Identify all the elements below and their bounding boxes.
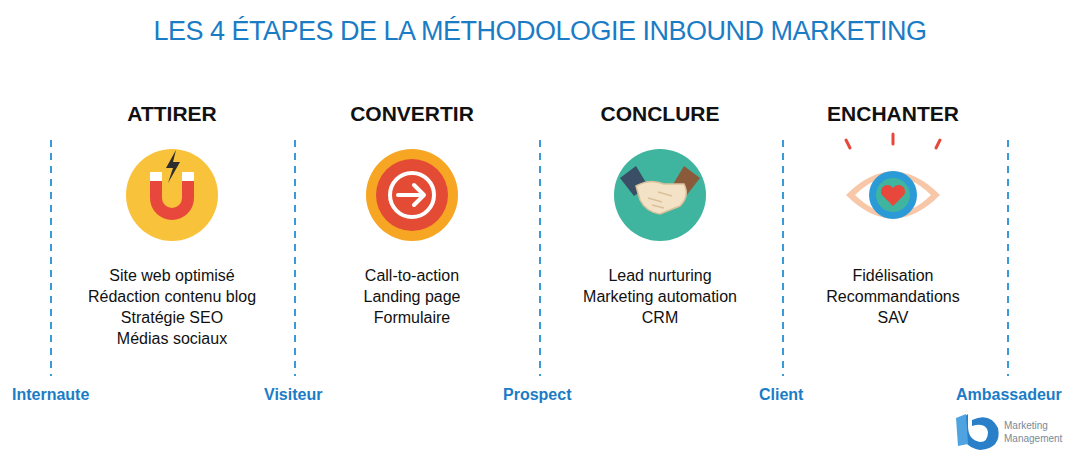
stage-item: Marketing automation	[535, 286, 785, 307]
stage-role-label: Visiteur	[264, 386, 322, 404]
logo-text: Marketing	[1004, 420, 1048, 432]
stage-role-label: Internaute	[12, 386, 89, 404]
stage-item: Fidélisation	[768, 265, 1018, 286]
stage-column: ENCHANTER FidélisationRecommandationsSAV	[768, 100, 1018, 360]
stage-column: ATTIRER Site web optimiséRédaction conten…	[47, 100, 297, 360]
stage-item: Rédaction contenu blog	[47, 286, 297, 307]
arrow-icon	[366, 149, 458, 241]
stage-item: Lead nurturing	[535, 265, 785, 286]
handshake-icon	[614, 149, 706, 241]
stage-item: Stratégie SEO	[47, 307, 297, 328]
stage-role-label: Client	[759, 386, 803, 404]
diagram-title: LES 4 ÉTAPES DE LA MÉTHODOLOGIE INBOUND …	[0, 16, 1080, 47]
stage-item: Recommandations	[768, 286, 1018, 307]
stage-items: Lead nurturingMarketing automationCRM	[535, 265, 785, 328]
logo-text: Management	[1004, 433, 1062, 445]
stage-role-label: Ambassadeur	[956, 386, 1062, 404]
stage-item: Site web optimisé	[47, 265, 297, 286]
stage-heading: ATTIRER	[47, 102, 297, 126]
stage-heading: CONVERTIR	[287, 102, 537, 126]
stage-column: CONCLURE Lead nurturingMarketing automati…	[535, 100, 785, 360]
magnet-icon	[126, 149, 218, 241]
stage-items: FidélisationRecommandationsSAV	[768, 265, 1018, 328]
eye-icon	[846, 134, 940, 219]
stage-role-label: Prospect	[503, 386, 571, 404]
logo-mark	[956, 414, 999, 450]
stage-item: SAV	[768, 307, 1018, 328]
stage-column: CONVERTIR Call-to-actionLanding pageFormu…	[287, 100, 537, 360]
stage-heading: ENCHANTER	[768, 102, 1018, 126]
stage-item: Formulaire	[287, 307, 537, 328]
stage-item: CRM	[535, 307, 785, 328]
stage-item: Médias sociaux	[47, 328, 297, 349]
stage-heading: CONCLURE	[535, 102, 785, 126]
stage-item: Call-to-action	[287, 265, 537, 286]
stage-items: Call-to-actionLanding pageFormulaire	[287, 265, 537, 328]
stage-item: Landing page	[287, 286, 537, 307]
stage-items: Site web optimiséRédaction contenu blogS…	[47, 265, 297, 349]
